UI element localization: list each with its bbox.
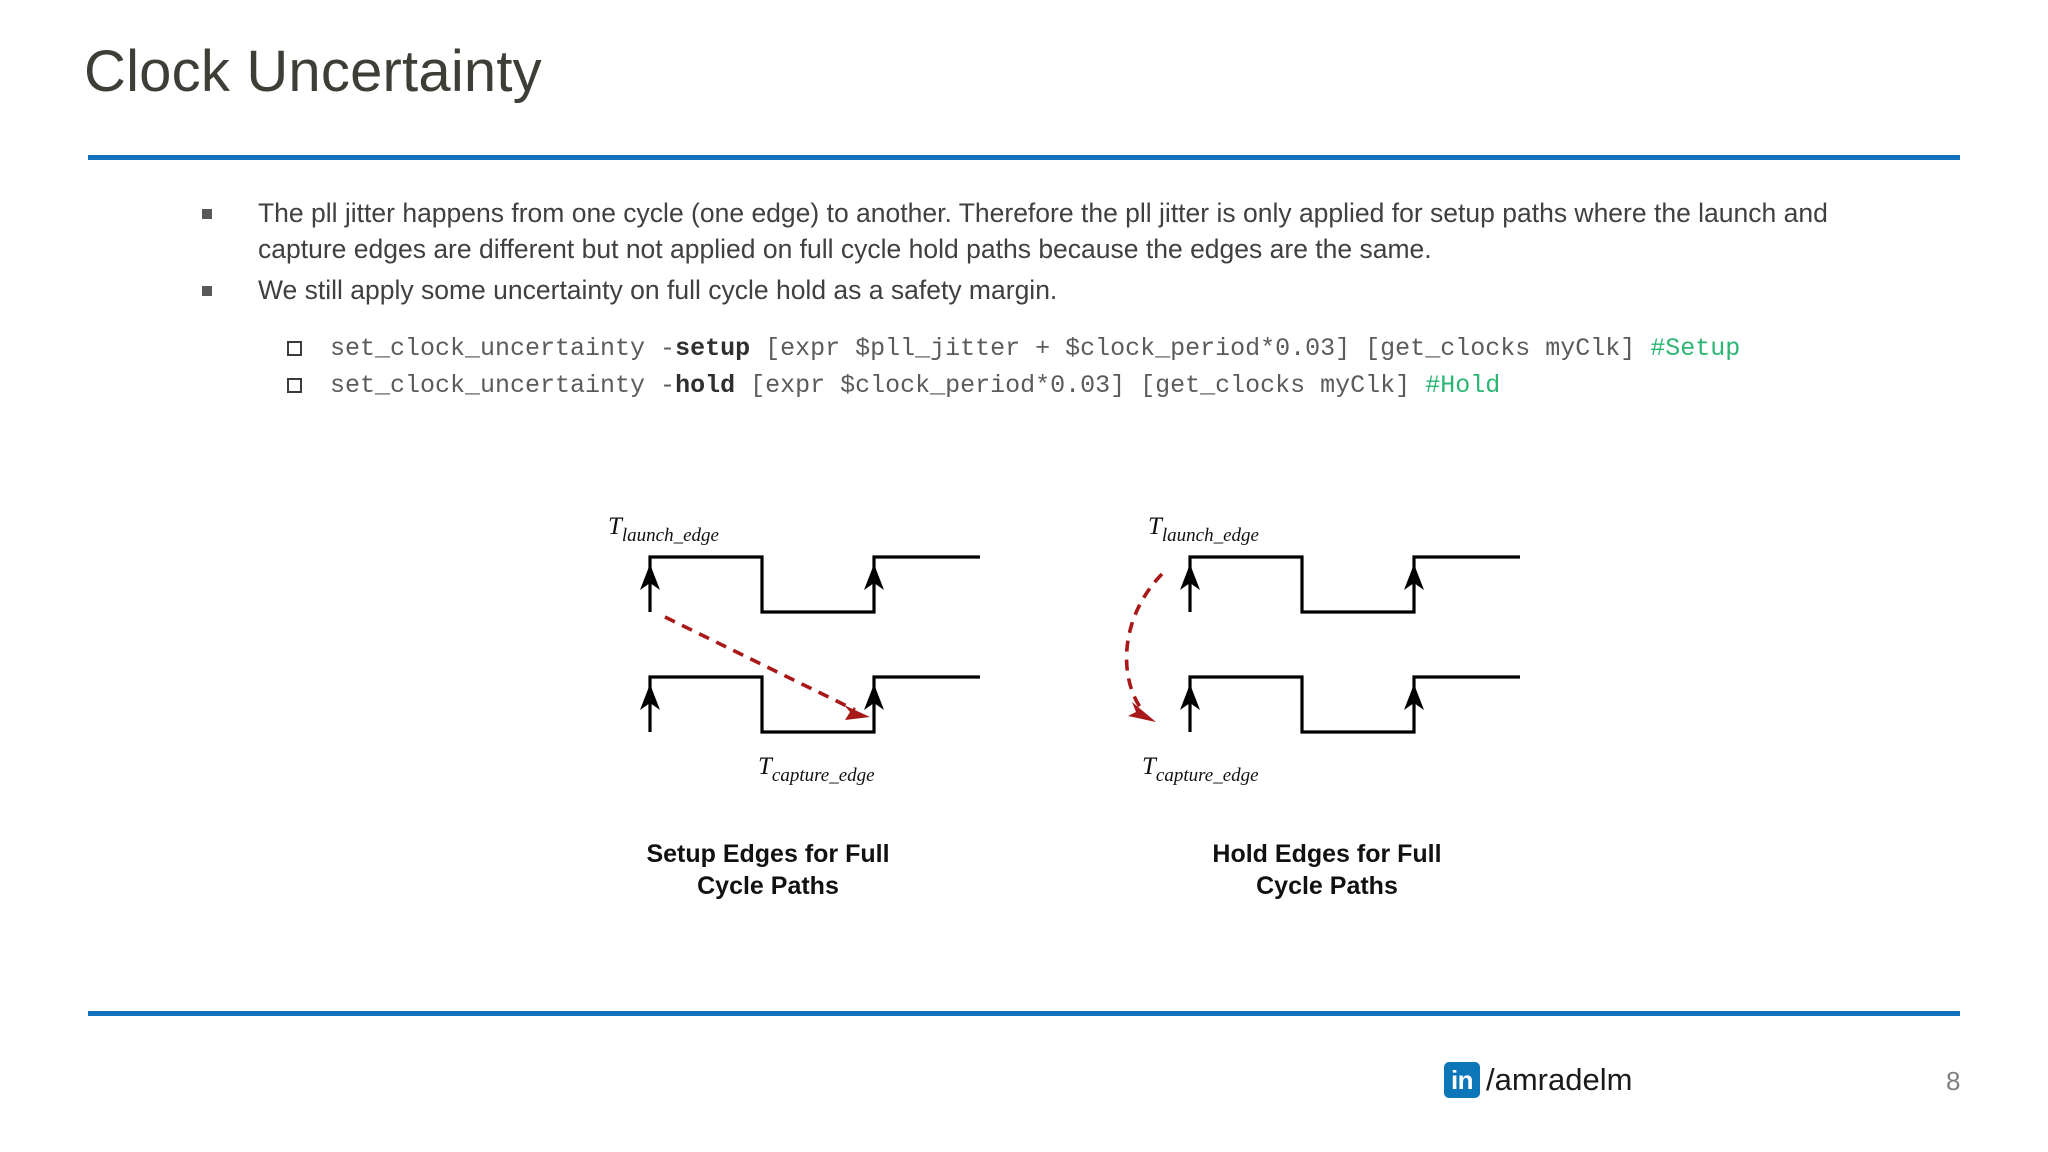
square-bullet-icon <box>202 286 212 296</box>
linkedin-handle[interactable]: in /amradelm <box>1444 1062 1632 1098</box>
figure-hold-full-cycle: Tlaunch_edge Tcapture_edge <box>1100 512 1520 842</box>
figure-hold-caption-line1: Hold Edges for Full <box>1212 840 1442 868</box>
svg-text:Tcapture_edge: Tcapture_edge <box>1142 753 1259 786</box>
figure-setup-caption: Setup Edges for Full Cycle Paths <box>578 838 958 902</box>
figure-setup-caption-line1: Setup Edges for Full <box>646 840 890 868</box>
figure-setup-full-cycle: Tlaunch_edge Tcapture_edge <box>560 512 980 842</box>
code-hold-middle: [expr $clock_period*0.03] [get_clocks my… <box>735 370 1426 400</box>
bullet-item-2-text: We still apply some uncertainty on full … <box>258 275 1058 305</box>
svg-text:Tlaunch_edge: Tlaunch_edge <box>1148 513 1259 546</box>
code-line-setup: set_clock_uncertainty -setup [expr $pll_… <box>0 332 2048 366</box>
code-setup-middle: [expr $pll_jitter + $clock_period*0.03] … <box>750 333 1651 363</box>
linkedin-icon: in <box>1444 1062 1480 1098</box>
figure-hold-caption-line2: Cycle Paths <box>1256 872 1398 900</box>
code-hold-comment: #Hold <box>1425 370 1501 400</box>
figure-hold-caption: Hold Edges for Full Cycle Paths <box>1137 838 1517 902</box>
figure-setup-caption-line2: Cycle Paths <box>697 872 839 900</box>
code-setup-option: setup <box>675 333 751 363</box>
svg-text:Tlaunch_edge: Tlaunch_edge <box>608 513 719 546</box>
code-setup-prefix: set_clock_uncertainty - <box>330 333 676 363</box>
hollow-square-bullet-icon <box>287 340 306 360</box>
title-divider-rule <box>88 155 1960 160</box>
body-content: The pll jitter happens from one cycle (o… <box>0 196 2048 403</box>
spacer <box>0 315 2048 329</box>
code-line-hold: set_clock_uncertainty -hold [expr $clock… <box>0 369 2048 403</box>
bullet-item-1: The pll jitter happens from one cycle (o… <box>0 196 2048 267</box>
bullet-item-2: We still apply some uncertainty on full … <box>0 273 2048 309</box>
square-bullet-icon <box>202 209 212 219</box>
hollow-square-bullet-icon <box>287 377 306 397</box>
page-number: 8 <box>1946 1066 1961 1096</box>
page-title: Clock Uncertainty <box>84 39 542 104</box>
code-hold-option: hold <box>675 370 736 400</box>
code-hold-prefix: set_clock_uncertainty - <box>330 370 676 400</box>
footer-divider-rule <box>88 1011 1960 1016</box>
linkedin-icon-glyph: in <box>1450 1065 1474 1095</box>
bullet-item-1-text: The pll jitter happens from one cycle (o… <box>258 198 1828 264</box>
linkedin-handle-text: /amradelm <box>1486 1062 1633 1097</box>
svg-text:Tcapture_edge: Tcapture_edge <box>758 753 875 786</box>
code-setup-comment: #Setup <box>1650 333 1741 363</box>
